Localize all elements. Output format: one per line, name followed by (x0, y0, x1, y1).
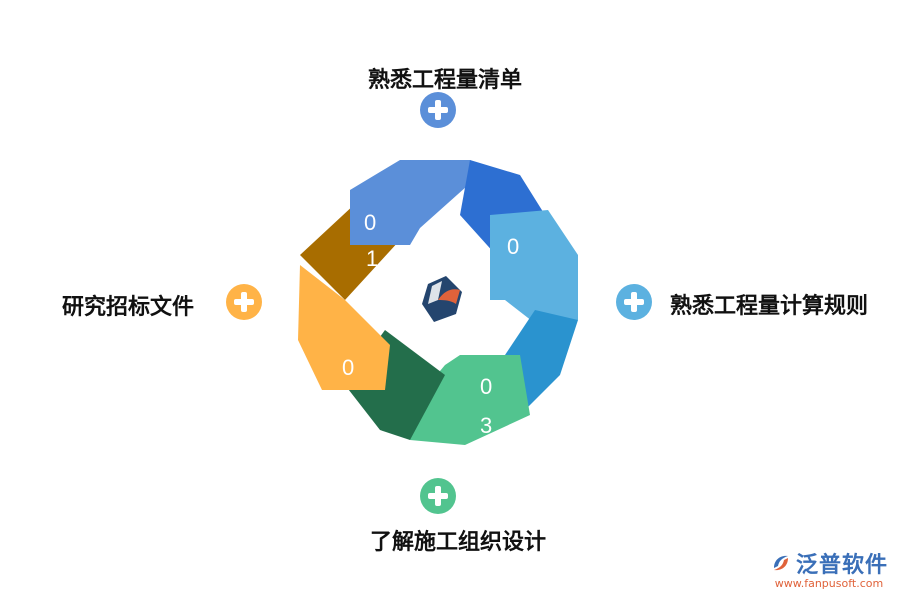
arrow-left-orange (298, 265, 390, 390)
step-number-left-a: 0 (342, 355, 354, 380)
step-label-left: 研究招标文件 (62, 295, 195, 320)
fanpu-logo-icon (422, 276, 462, 322)
step-label-right: 熟悉工程量计算规则 (670, 294, 869, 319)
watermark: 泛普软件 www.fanpusoft.com (770, 547, 888, 590)
arrow-top-blue (350, 160, 485, 245)
step-number-top-a: 0 (364, 210, 376, 235)
step-number-top-b: 1 (366, 246, 378, 271)
step-label-bottom: 了解施工组织设计 (370, 530, 547, 555)
step-label-top: 熟悉工程量清单 (368, 68, 523, 93)
step-number-right-a: 0 (507, 234, 519, 259)
step-number-bottom-b: 3 (480, 413, 492, 438)
arrow-right-lightblue (490, 210, 578, 335)
watermark-brand: 泛普软件 (795, 553, 888, 578)
plus-icon-left[interactable] (226, 284, 262, 320)
arrow-bottom-green (395, 355, 530, 445)
plus-icon-bottom[interactable] (420, 478, 456, 514)
step-number-bottom-a: 0 (480, 374, 492, 399)
plus-icon-top[interactable] (420, 92, 456, 128)
plus-icon-right[interactable] (616, 284, 652, 320)
brand-swirl-icon (773, 555, 788, 571)
watermark-url: www.fanpusoft.com (774, 577, 884, 590)
